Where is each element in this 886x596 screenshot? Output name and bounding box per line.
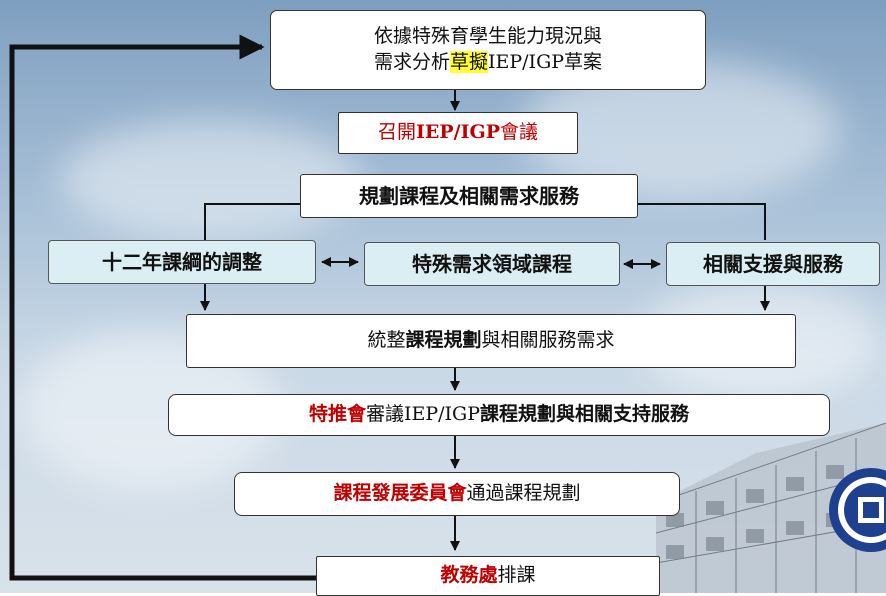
step-text: 與相關服務需求 [481, 329, 615, 352]
step-text: 統整 [367, 329, 406, 352]
committee-name: 課程發展委員會 [333, 482, 467, 505]
step-text-emphasis: 課程規劃 [405, 329, 482, 352]
feedback-loop-arrow [9, 34, 316, 581]
flow-step-draft-iep: 依據特殊育學生能力現況與 需求分析草擬IEP/IGP草案 [270, 10, 706, 90]
connector-right-branch [638, 203, 766, 240]
building-illustration [655, 422, 886, 593]
flow-step-integrate-plan: 統整課程規劃與相關服務需求 [186, 314, 796, 368]
step-text-line2: 需求分析草擬IEP/IGP草案 [374, 50, 602, 76]
branch-text: 相關支援與服務 [703, 251, 843, 276]
step-text: 排課 [497, 564, 536, 587]
step-text: 規劃課程及相關需求服務 [359, 183, 579, 208]
step-text: 通過課程規劃 [466, 482, 581, 505]
step-text: 召開 [377, 121, 416, 144]
flow-branch-special-needs-courses: 特殊需求領域課程 [364, 242, 620, 286]
step-text-emphasis: IEP/IGP [416, 121, 500, 144]
step-text-emphasis: 課程規劃與相關支持服務 [480, 403, 690, 426]
step-text: IEP/IGP草案 [488, 51, 603, 73]
step-text: 需求分析 [373, 51, 450, 73]
connector-left-branch [204, 203, 300, 240]
branch-text: 特殊需求領域課程 [412, 251, 572, 276]
committee-name: 特推會 [308, 403, 366, 426]
flow-branch-support-services: 相關支援與服務 [666, 242, 880, 286]
step-text: 會議 [500, 121, 539, 144]
step-text: 審議IEP/IGP [365, 403, 481, 426]
step-text-line1: 依據特殊育學生能力現況與 [373, 25, 602, 48]
flow-step-curriculum-committee: 課程發展委員會通過課程規劃 [234, 472, 680, 516]
office-name: 教務處 [440, 564, 498, 587]
highlighted-text: 草擬 [449, 51, 488, 73]
flow-step-schedule-courses: 教務處排課 [316, 556, 660, 596]
branch-text: 十二年課綱的調整 [102, 249, 262, 274]
school-seal-icon [829, 468, 886, 552]
flow-step-plan-curriculum: 規劃課程及相關需求服務 [300, 174, 638, 218]
flow-branch-curriculum-adjustment: 十二年課綱的調整 [48, 240, 316, 284]
